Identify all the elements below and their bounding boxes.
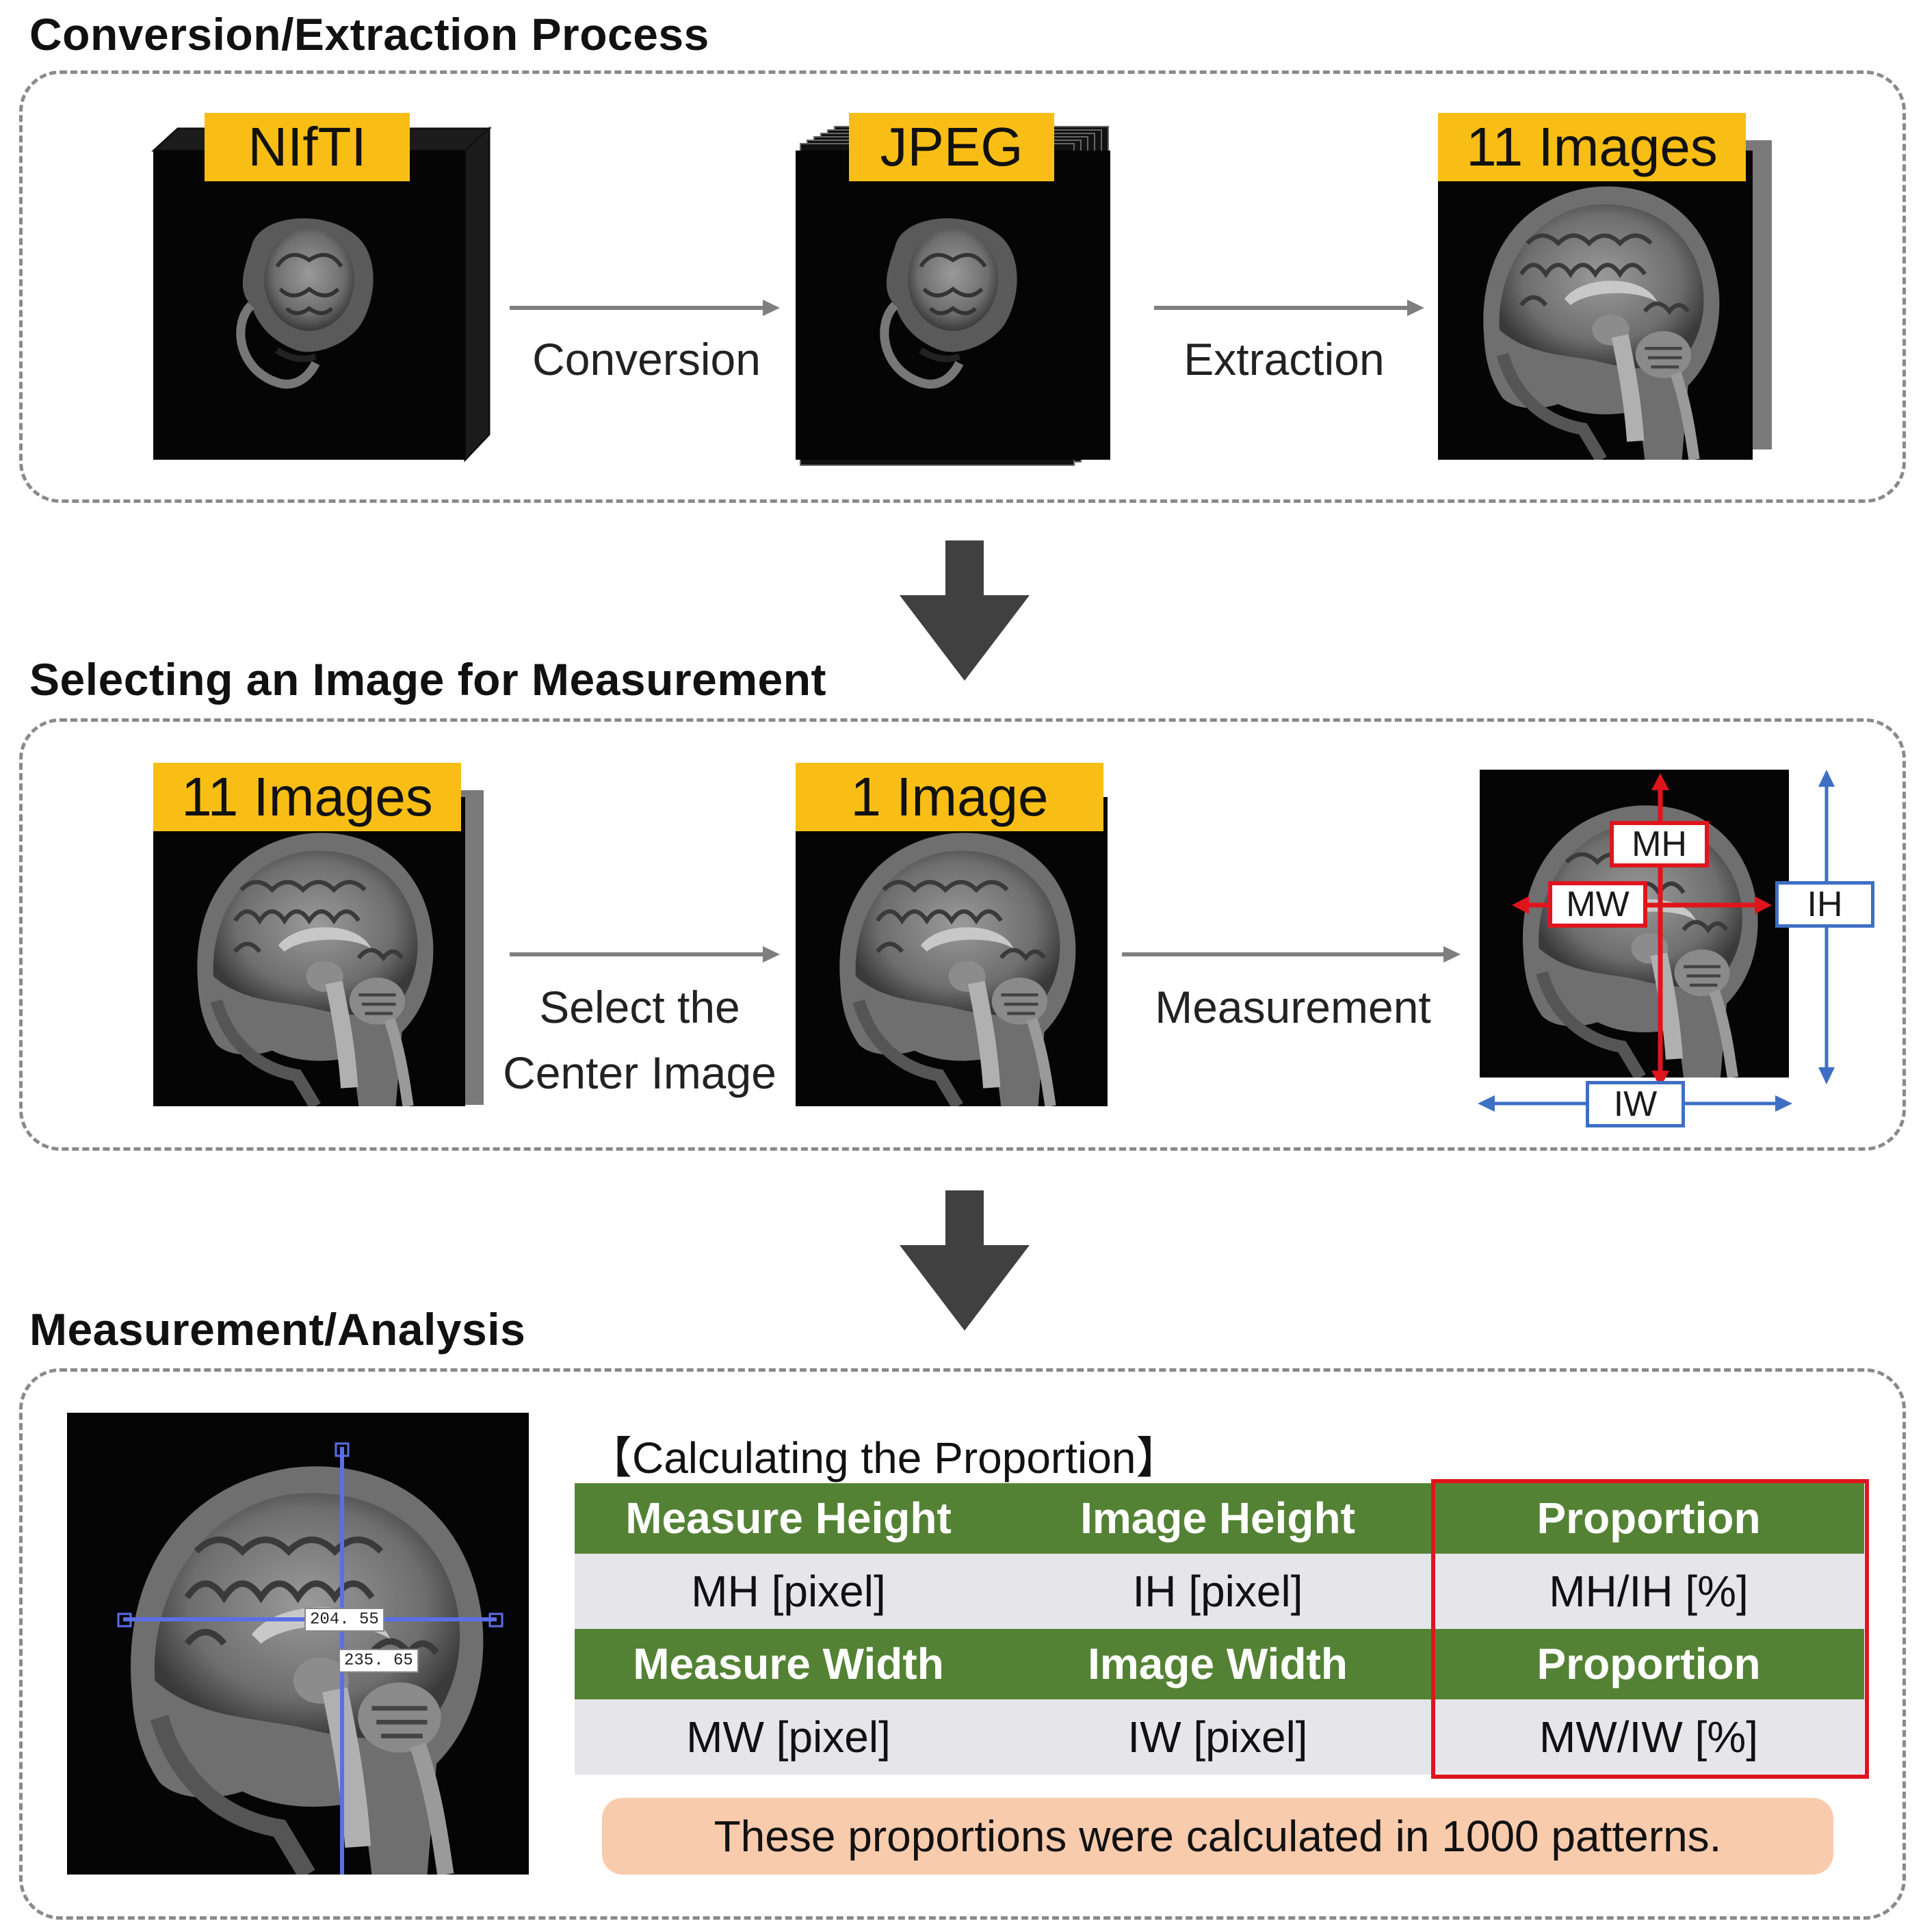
header-proportion-1: Proportion xyxy=(1433,1483,1864,1554)
mw-label: MW xyxy=(1548,881,1647,928)
header-proportion-2: Proportion xyxy=(1433,1629,1864,1699)
panel-selecting xyxy=(19,718,1906,1151)
measure-value-width: 204. 55 xyxy=(304,1608,384,1632)
section-title-analysis: Measurement/Analysis xyxy=(29,1304,526,1355)
down-arrow-1 xyxy=(900,540,1030,681)
calculation-note: These proportions were calculated in 100… xyxy=(602,1798,1833,1875)
section-title-conversion: Conversion/Extraction Process xyxy=(29,9,709,60)
panel-analysis xyxy=(19,1368,1906,1920)
analysis-image xyxy=(67,1413,529,1875)
stage2-eleven-images-image xyxy=(153,797,465,1106)
calc-title: 【Calculating the Proportion】 xyxy=(588,1433,1180,1483)
jpeg-tag: JPEG xyxy=(849,113,1054,181)
select-label-line2: Center Image xyxy=(503,1047,776,1098)
cell-iw-pixel: IW [pixel] xyxy=(1002,1699,1433,1775)
header-image-height: Image Height xyxy=(1002,1483,1433,1554)
measurement-label: Measurement xyxy=(1155,982,1431,1032)
eleven-images-image xyxy=(1438,151,1753,460)
nifti-tag: NIfTI xyxy=(205,113,410,181)
cell-mh-pixel: MH [pixel] xyxy=(575,1554,1002,1629)
header-measure-height: Measure Height xyxy=(575,1483,1002,1554)
eleven-images-tag: 11 Images xyxy=(1438,113,1746,181)
select-arrow xyxy=(510,946,780,963)
cell-mw-pixel: MW [pixel] xyxy=(575,1699,1002,1775)
measure-value-height: 235. 65 xyxy=(339,1649,419,1673)
panel-conversion xyxy=(19,70,1906,503)
nifti-volume-image xyxy=(153,151,465,460)
section-title-selecting: Selecting an Image for Measurement xyxy=(29,654,827,705)
mh-label: MH xyxy=(1610,821,1709,867)
extraction-label: Extraction xyxy=(1183,334,1385,384)
one-image-image xyxy=(796,797,1108,1106)
conversion-label: Conversion xyxy=(532,334,761,384)
select-label-line1: Select the xyxy=(539,982,740,1032)
analysis-measure-lines xyxy=(117,1442,503,1875)
measurement-arrow xyxy=(1122,946,1461,963)
conversion-arrow xyxy=(510,300,780,316)
proportion-highlight-box xyxy=(1431,1479,1869,1779)
stage2-eleven-images-tag: 11 Images xyxy=(153,763,461,831)
iw-label: IW xyxy=(1586,1081,1685,1127)
ih-label: IH xyxy=(1775,881,1874,928)
cell-ih-pixel: IH [pixel] xyxy=(1002,1554,1433,1629)
header-image-width: Image Width xyxy=(1002,1629,1433,1699)
header-measure-width: Measure Width xyxy=(575,1629,1002,1699)
cell-mw-iw-percent: MW/IW [%] xyxy=(1433,1699,1864,1775)
select-center-label: Select the Center Image xyxy=(489,975,790,1106)
cell-mh-ih-percent: MH/IH [%] xyxy=(1433,1554,1864,1629)
down-arrow-2 xyxy=(900,1190,1030,1331)
extraction-arrow xyxy=(1154,300,1424,316)
one-image-tag: 1 Image xyxy=(796,763,1103,831)
jpeg-image xyxy=(796,151,1110,460)
